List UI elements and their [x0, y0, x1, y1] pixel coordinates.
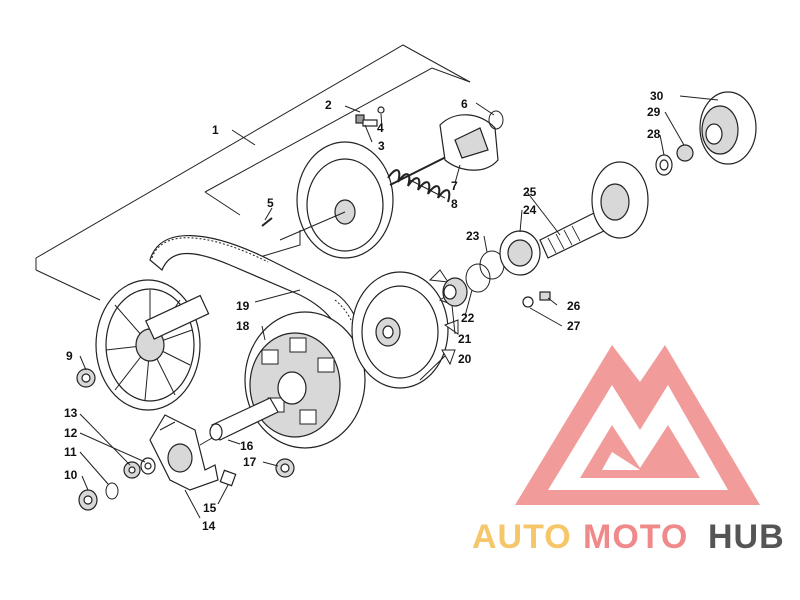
leader-lines [79, 95, 719, 519]
callout-17: 17 [243, 455, 257, 469]
callout-3: 3 [378, 139, 385, 153]
callout-13: 13 [64, 406, 78, 420]
shaft-16 [209, 397, 279, 441]
nut-29 [676, 144, 694, 162]
snap-ring-11 [105, 482, 119, 500]
drive-clutch-fixed-sheave [95, 279, 210, 411]
callout-12: 12 [64, 426, 78, 440]
callout-5: 5 [267, 196, 274, 210]
callout-24: 24 [523, 203, 537, 217]
callout-labels: 1 2 3 4 5 6 7 8 9 10 11 12 13 14 15 16 1… [64, 89, 664, 533]
nut-9 [76, 368, 96, 388]
callout-23: 23 [466, 229, 480, 243]
watermark-logo [515, 345, 760, 505]
driven-clutch-sheave [279, 141, 394, 259]
washer-27 [522, 296, 534, 308]
snap-ring-6 [488, 110, 504, 130]
shaft-hub-25 [539, 161, 649, 259]
callout-22: 22 [461, 311, 475, 325]
clip-parts [355, 106, 385, 127]
callout-1: 1 [212, 123, 219, 137]
bearing-24 [499, 230, 541, 276]
roller-15 [219, 469, 237, 487]
callout-19: 19 [236, 299, 250, 313]
callout-9: 9 [66, 349, 73, 363]
callout-10: 10 [64, 468, 78, 482]
callout-18: 18 [236, 319, 250, 333]
callout-26: 26 [567, 299, 581, 313]
callout-27: 27 [567, 319, 581, 333]
nut-17 [275, 458, 295, 478]
ring-22 [465, 263, 491, 293]
one-way-clutch-30 [699, 91, 757, 165]
callout-25: 25 [523, 185, 537, 199]
cam-7 [439, 114, 499, 171]
callout-14: 14 [202, 519, 216, 533]
watermark-hub: HUB [708, 518, 785, 556]
watermark-moto: MOTO [583, 518, 688, 556]
callout-6: 6 [461, 97, 468, 111]
callout-28: 28 [647, 127, 661, 141]
callout-11: 11 [64, 445, 77, 459]
callout-29: 29 [647, 105, 661, 119]
washer-12 [140, 457, 156, 475]
nut-13 [123, 461, 141, 479]
ring-28 [655, 154, 673, 176]
spring-8 [387, 154, 451, 203]
hardware-small-parts [78, 457, 295, 511]
callout-4: 4 [377, 121, 384, 135]
spider-14 [149, 414, 219, 491]
callout-16: 16 [240, 439, 254, 453]
callout-8: 8 [451, 197, 458, 211]
bolt-26 [539, 291, 551, 301]
bushing-10 [78, 489, 98, 511]
callout-7: 7 [451, 179, 458, 193]
pin-5 [261, 217, 273, 227]
callout-30: 30 [650, 89, 664, 103]
bearing-21 [442, 277, 468, 307]
callout-21: 21 [458, 332, 472, 346]
driven-sheave-20 [351, 269, 459, 389]
callout-15: 15 [203, 501, 217, 515]
watermark-auto: AUTO [472, 518, 572, 556]
callout-2: 2 [325, 98, 332, 112]
assembly-bracket-lines [35, 44, 471, 301]
callout-20: 20 [458, 352, 472, 366]
